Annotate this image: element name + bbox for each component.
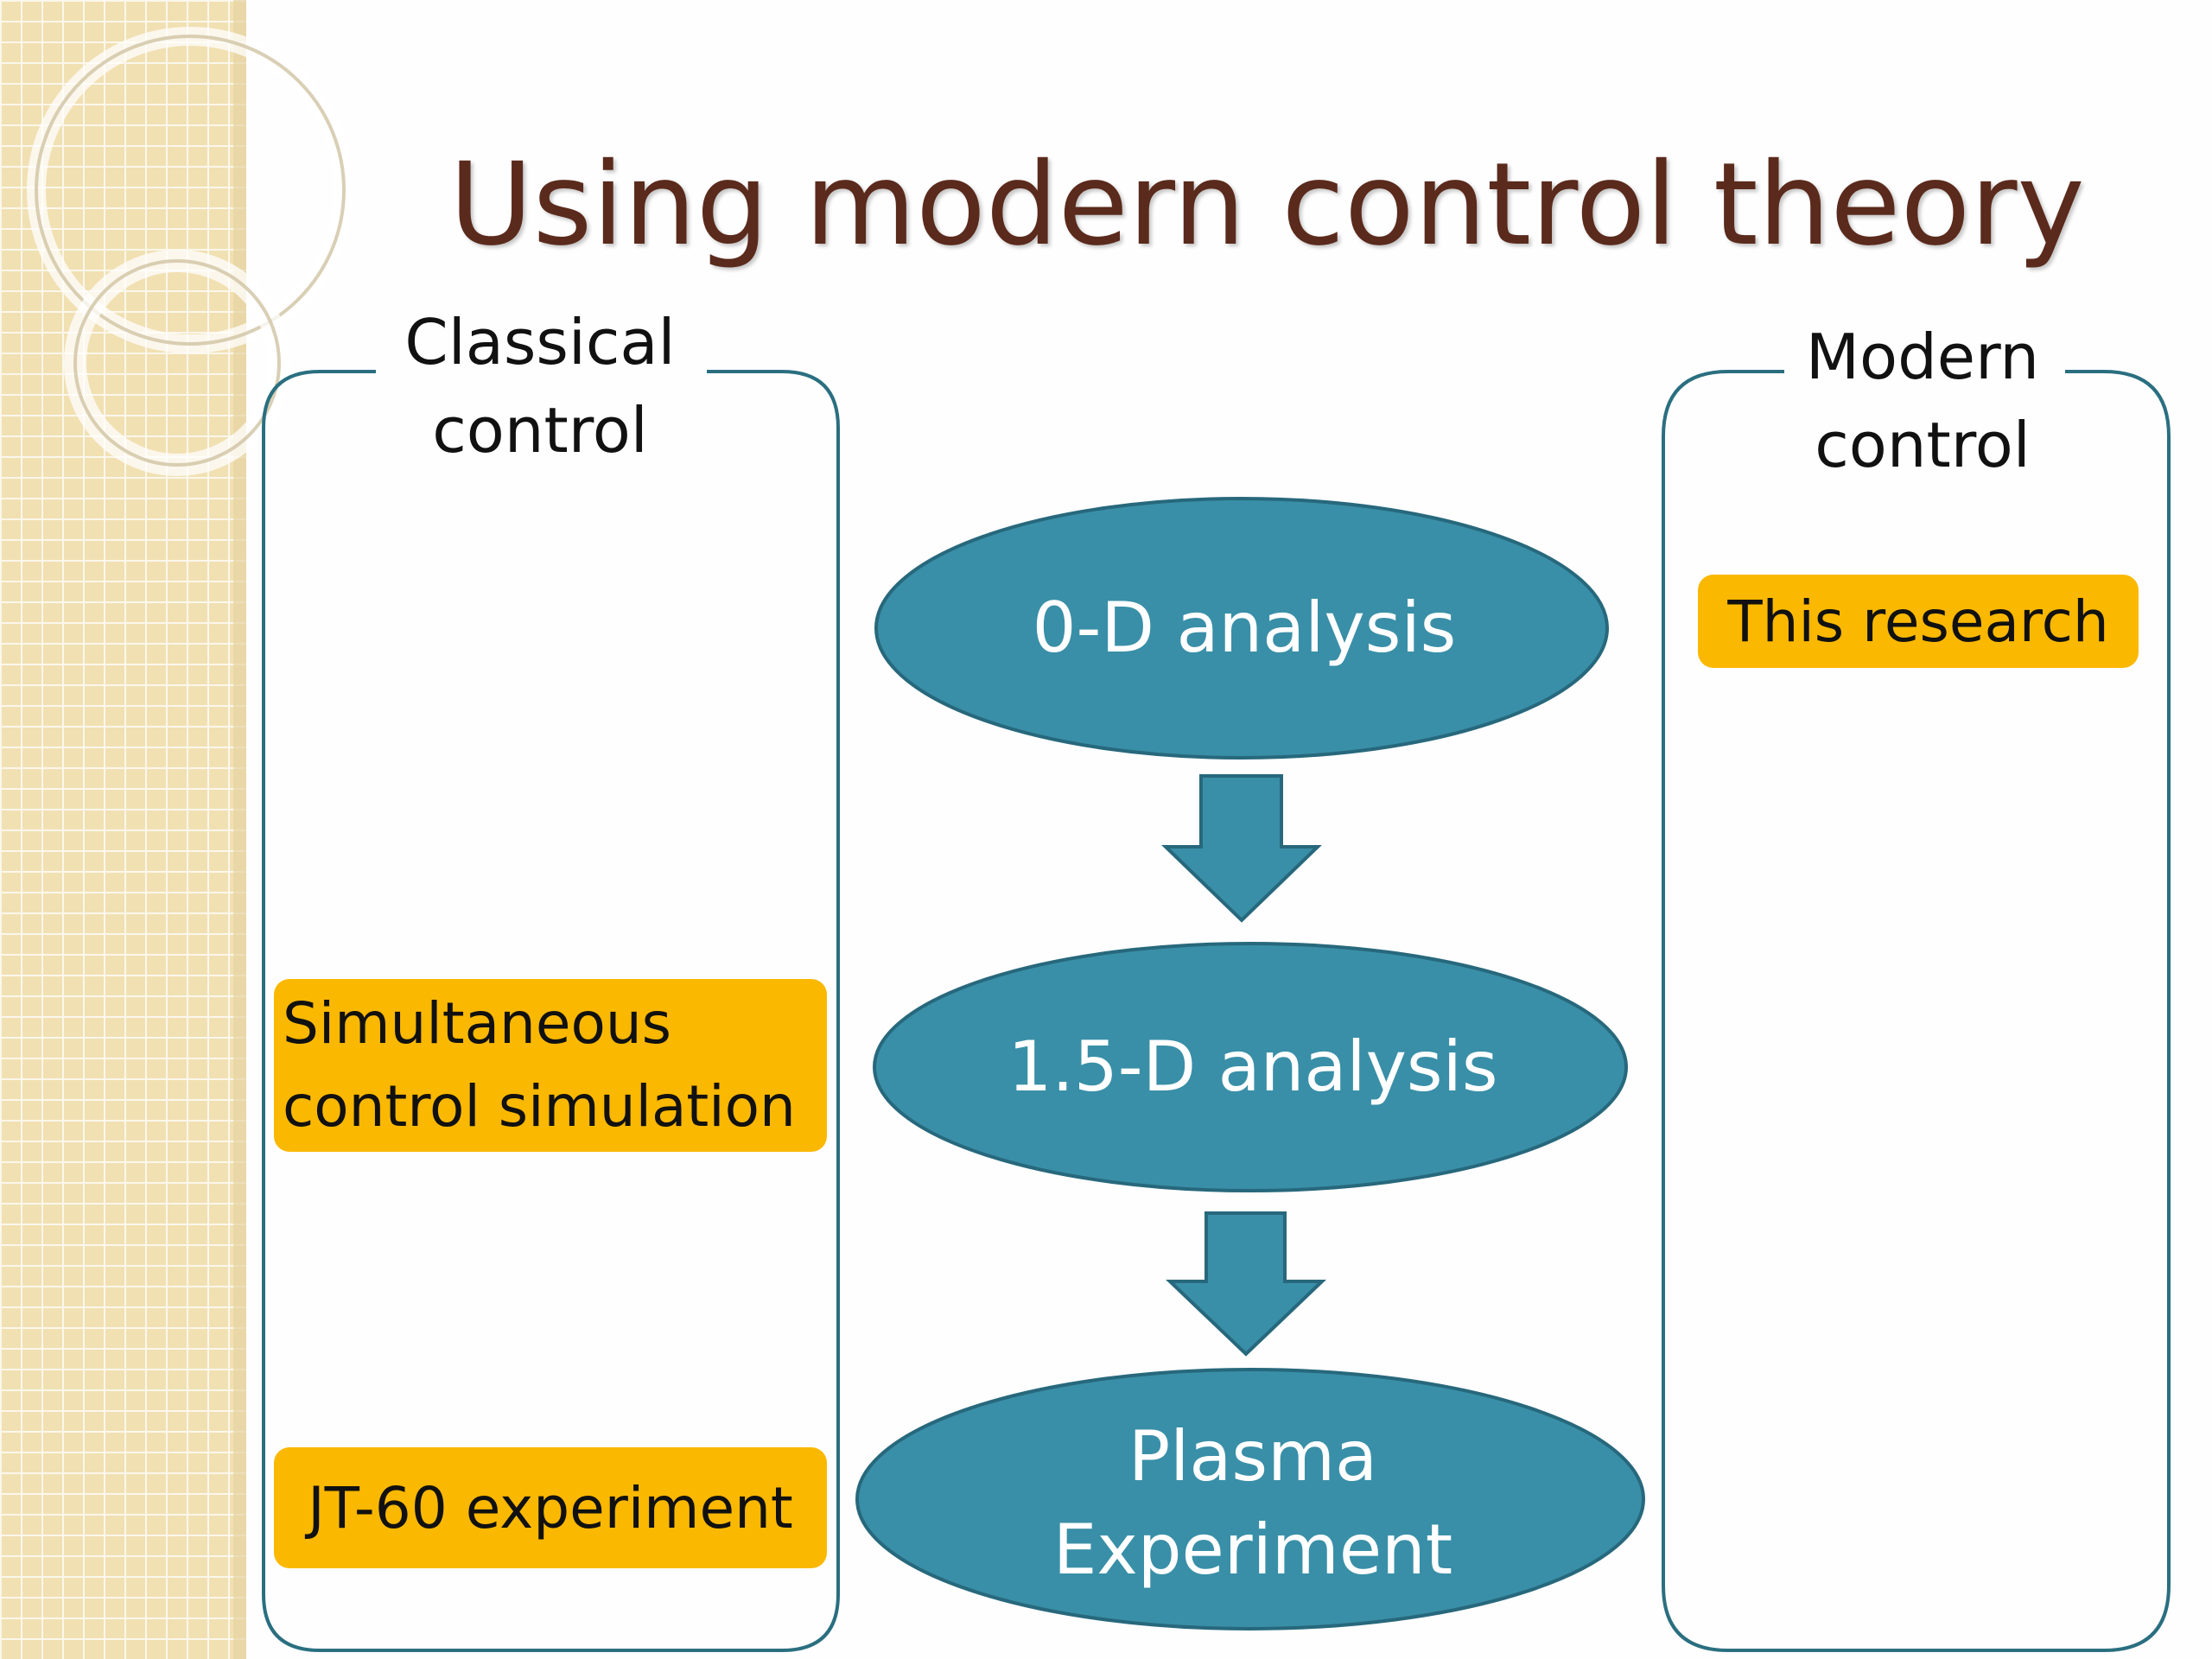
classical-label-line1: Classical [404, 306, 676, 378]
modern-label-line1: Modern [1805, 321, 2040, 393]
classical-label-line2: control [432, 394, 648, 467]
page-title: Using modern control theory [449, 138, 2085, 271]
down-arrow-icon [1166, 1211, 1326, 1357]
stage-plasma-line1: Plasma [1128, 1416, 1378, 1497]
highlight-text: control simulation [283, 1073, 796, 1140]
highlight-simultaneous-control: Simultaneous control simulation [274, 979, 827, 1152]
highlight-this-research: This research [1698, 575, 2139, 668]
highlight-text: Simultaneous [283, 990, 672, 1057]
modern-label-line2: control [1815, 409, 2031, 481]
highlight-text: JT-60 experiment [308, 1474, 793, 1541]
stage-0d-label: 0-D analysis [1032, 588, 1457, 668]
stage-15d-label: 1.5-D analysis [1007, 1027, 1498, 1107]
stage-0d-ellipse [874, 497, 1609, 760]
classical-frame [262, 370, 840, 1652]
sidebar-decoration [0, 0, 353, 1659]
stage-plasma-line2: Experiment [1052, 1510, 1453, 1590]
modern-frame [1662, 370, 2171, 1652]
stage-plasma-label: Plasma Experiment [925, 1410, 1581, 1597]
stage-plasma-ellipse [855, 1368, 1645, 1630]
classical-label: Classical control [385, 298, 696, 474]
stage-15d-ellipse [873, 942, 1628, 1192]
highlight-jt60: JT-60 experiment [274, 1447, 827, 1568]
highlight-text: This research [1727, 588, 2109, 655]
modern-label: Modern control [1789, 313, 2056, 489]
down-arrow-icon [1161, 774, 1322, 923]
